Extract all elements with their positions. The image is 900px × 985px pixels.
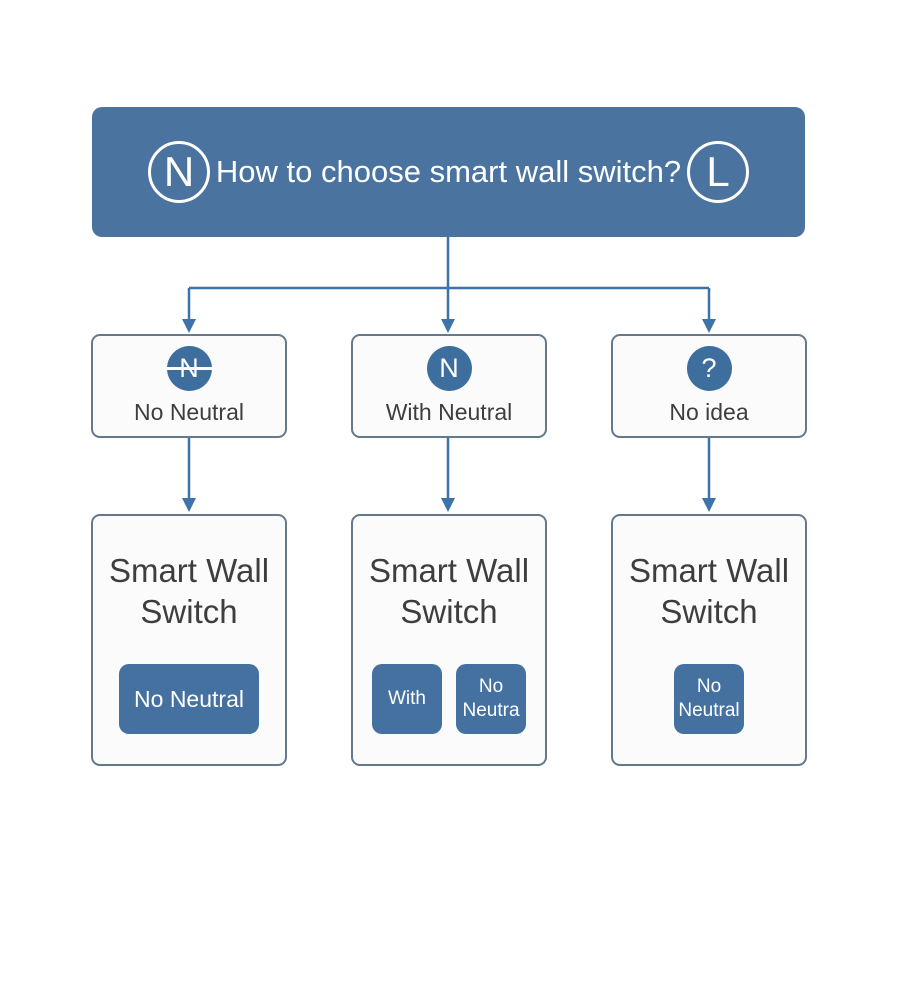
header-box: N How to choose smart wall switch? L: [92, 107, 805, 237]
result-title: Smart Wall Switch: [628, 552, 790, 631]
neutral-wire-icon: N: [426, 346, 472, 391]
result-badges: No Neutral: [613, 664, 805, 734]
result-badges: With No Neutra: [353, 664, 545, 734]
neutral-terminal-icon: N: [148, 141, 210, 203]
arrowhead-icon: [441, 319, 455, 333]
question-icon-glyph: ?: [701, 353, 717, 383]
arrowhead-icon: [702, 498, 716, 512]
result-badges: No Neutral: [93, 664, 285, 734]
live-terminal-icon: L: [687, 141, 749, 203]
option-label-with-neutral: With Neutral: [385, 399, 513, 425]
result-box-no-neutral: Smart Wall Switch No Neutral: [91, 514, 287, 766]
option-box-with-neutral: N With Neutral: [351, 334, 547, 438]
result-box-no-idea: Smart Wall Switch No Neutral: [611, 514, 807, 766]
option-label-no-neutral: No Neutral: [134, 399, 244, 425]
with-badge: With: [372, 664, 442, 734]
live-terminal-letter: L: [706, 148, 730, 195]
neutral-wire-icon-letter: N: [439, 353, 459, 383]
result-title: Smart Wall Switch: [108, 552, 270, 631]
option-label-no-idea: No idea: [669, 399, 749, 425]
arrowhead-icon: [702, 319, 716, 333]
no-neutral-badge: No Neutral: [674, 664, 744, 734]
neutral-terminal-letter: N: [163, 148, 195, 195]
arrowhead-icon: [182, 498, 196, 512]
result-title: Smart Wall Switch: [368, 552, 530, 631]
strikethrough-line: [161, 367, 217, 370]
result-box-with-neutral: Smart Wall Switch With No Neutra: [351, 514, 547, 766]
option-box-no-idea: ? No idea: [611, 334, 807, 438]
question-icon: ?: [686, 346, 732, 391]
no-neutral-icon: N: [161, 346, 217, 391]
option-box-no-neutral: N No Neutral: [91, 334, 287, 438]
no-neutral-badge: No Neutral: [119, 664, 259, 734]
arrowhead-icon: [182, 319, 196, 333]
arrowhead-icon: [441, 498, 455, 512]
page-title: How to choose smart wall switch?: [215, 153, 682, 189]
no-neutral-badge: No Neutra: [456, 664, 526, 734]
